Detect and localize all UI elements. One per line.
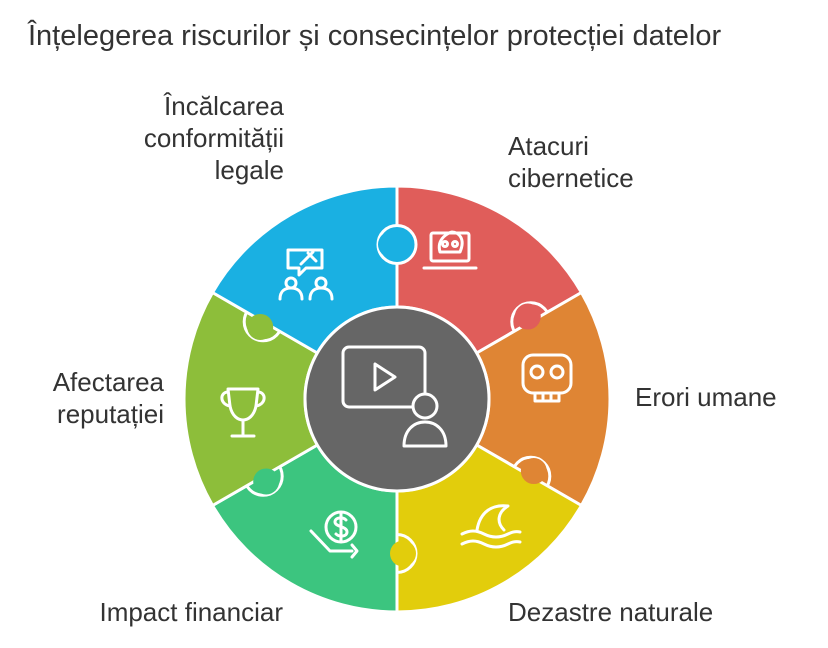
segment-label-human: Erori umane [635, 382, 777, 412]
skull-laptop-icon [422, 230, 478, 270]
wave-icon [460, 504, 522, 549]
page-title: Înțelegerea riscurilor și consecințelor … [28, 20, 722, 52]
knob-seam-human [520, 458, 547, 485]
segment-label-finance: Impact financiar [99, 597, 283, 627]
knob-seam-finance [253, 468, 280, 495]
robot-face-icon [521, 353, 573, 403]
segment-label-nature: Dezastre naturale [508, 597, 714, 627]
knob-seam-nature [390, 540, 416, 567]
dollar-down-icon [309, 510, 359, 559]
video-user-icon [341, 345, 448, 448]
gavel-people-icon [278, 248, 334, 301]
knob-seam-legal [378, 231, 404, 258]
trophy-icon [220, 387, 266, 438]
knob-seam-cyber [514, 303, 541, 330]
knob-seam-reput [247, 313, 274, 340]
center-circle [303, 305, 491, 493]
